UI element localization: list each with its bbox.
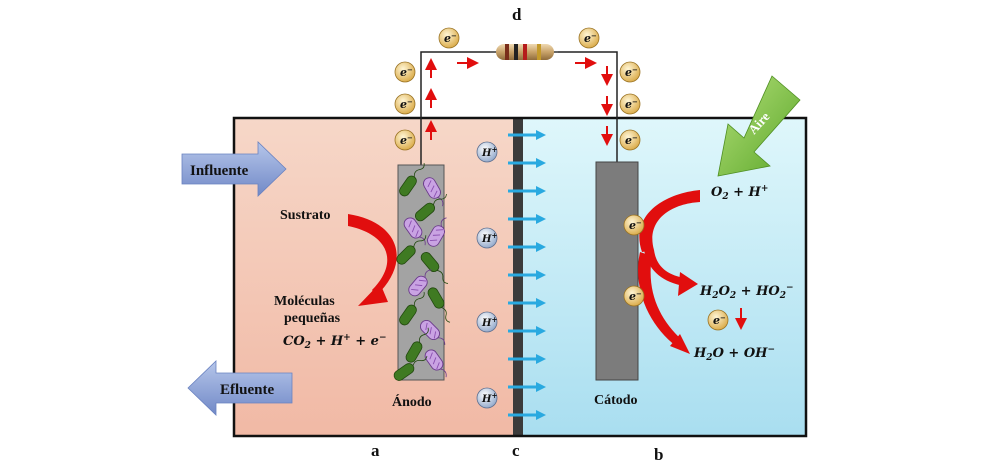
electron: e− bbox=[438, 27, 460, 49]
proton-arrow bbox=[508, 130, 546, 140]
water-equation: H2O + OH− bbox=[693, 345, 775, 363]
bacterium bbox=[405, 327, 429, 363]
panel-label-a: a bbox=[371, 441, 380, 460]
small-molecules-label: Moléculas bbox=[274, 294, 335, 309]
svg-text:e−: e− bbox=[625, 97, 638, 111]
cell-outline bbox=[232, 116, 808, 438]
proton: H+ bbox=[476, 141, 497, 163]
influent-arrow: Influente bbox=[181, 141, 287, 197]
membrane bbox=[513, 118, 523, 436]
small-molecules-label: pequeñas bbox=[284, 311, 341, 326]
external-wire bbox=[420, 51, 618, 168]
svg-text:e−: e− bbox=[444, 31, 457, 45]
peroxide-equation: H2O2 + HO2− bbox=[699, 283, 794, 301]
proton-arrow bbox=[508, 354, 546, 364]
svg-text:e−: e− bbox=[584, 31, 597, 45]
electron: e− bbox=[394, 93, 416, 115]
electron: e− bbox=[623, 214, 645, 236]
svg-text:H+: H+ bbox=[481, 315, 497, 329]
bacterium bbox=[427, 287, 451, 323]
substrate-arrow bbox=[348, 214, 397, 306]
proton-arrow bbox=[508, 186, 546, 196]
bacterium bbox=[393, 355, 428, 381]
svg-text:e−: e− bbox=[625, 65, 638, 79]
electron: e− bbox=[394, 129, 416, 151]
bacterium bbox=[408, 269, 432, 297]
bacteria-cluster bbox=[393, 162, 451, 381]
proton-arrow bbox=[508, 410, 546, 420]
electron: e− bbox=[578, 27, 600, 49]
svg-text:e−: e− bbox=[400, 97, 413, 111]
svg-text:e−: e− bbox=[400, 133, 413, 147]
electron-flow-arrows bbox=[425, 57, 747, 330]
electron: e− bbox=[619, 61, 641, 83]
svg-text:e−: e− bbox=[400, 65, 413, 79]
svg-text:H+: H+ bbox=[481, 391, 497, 405]
cathode-label: Cátodo bbox=[594, 393, 638, 408]
anode-label: Ánodo bbox=[392, 393, 432, 410]
resistor bbox=[490, 44, 558, 60]
bacterium bbox=[424, 349, 447, 378]
svg-text:H+: H+ bbox=[481, 231, 497, 245]
panel-label-b: b bbox=[654, 445, 663, 464]
panel-label-c: c bbox=[512, 441, 520, 460]
proton-arrow bbox=[508, 382, 546, 392]
oxygen-reduction-arrow bbox=[638, 190, 700, 354]
bacterium bbox=[403, 217, 426, 246]
electron: e− bbox=[394, 61, 416, 83]
proton-arrow bbox=[508, 242, 546, 252]
svg-text:e−: e− bbox=[713, 313, 726, 327]
svg-text:H+: H+ bbox=[481, 145, 497, 159]
anode-products-equation: CO2 + H+ + e− bbox=[283, 333, 386, 351]
cathode-electrode bbox=[595, 161, 639, 381]
effluent-arrow: Efluente bbox=[187, 360, 293, 416]
electron: e− bbox=[619, 129, 641, 151]
electron: e− bbox=[619, 93, 641, 115]
proton-arrow bbox=[508, 298, 546, 308]
proton-arrows bbox=[508, 130, 546, 420]
proton-arrow bbox=[508, 326, 546, 336]
proton-arrow bbox=[508, 214, 546, 224]
bacterium bbox=[399, 291, 425, 326]
svg-text:e−: e− bbox=[629, 289, 642, 303]
proton: H+ bbox=[476, 311, 497, 333]
electron: e− bbox=[707, 309, 729, 331]
oxygen-proton-equation: O2 + H+ bbox=[711, 184, 768, 202]
bacterium bbox=[415, 193, 447, 222]
influent-label: Influente bbox=[190, 163, 249, 179]
effluent-label: Efluente bbox=[220, 382, 275, 398]
bacterium bbox=[420, 252, 449, 284]
bacterium bbox=[399, 162, 425, 197]
proton-arrow bbox=[508, 158, 546, 168]
svg-text:e−: e− bbox=[625, 133, 638, 147]
svg-text:e−: e− bbox=[629, 218, 642, 232]
bacterium bbox=[396, 235, 427, 265]
proton: H+ bbox=[476, 227, 497, 249]
proton-arrow bbox=[508, 270, 546, 280]
panel-label-d: d bbox=[512, 5, 522, 24]
proton: H+ bbox=[476, 387, 497, 409]
bacterium bbox=[423, 177, 444, 207]
bacterium bbox=[427, 217, 447, 247]
electron: e− bbox=[623, 285, 645, 307]
substrate-label: Sustrato bbox=[280, 208, 331, 223]
